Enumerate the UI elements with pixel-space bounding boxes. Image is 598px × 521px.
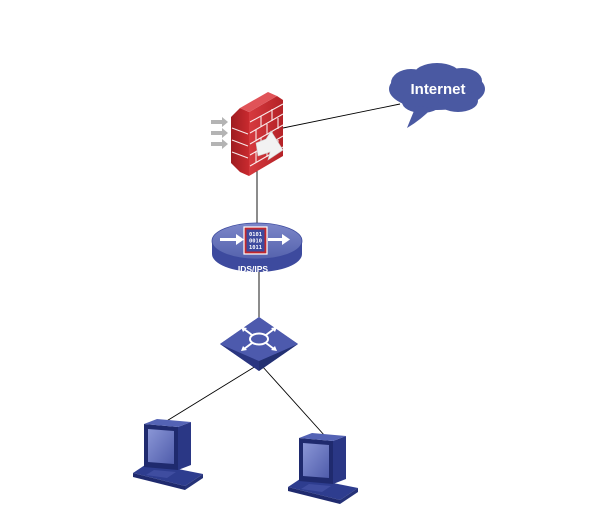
link-switch-pc-left xyxy=(164,365,257,423)
cloud-icon xyxy=(389,63,485,128)
firewall xyxy=(211,92,284,176)
switch-icon xyxy=(220,317,298,371)
link-firewall-internet xyxy=(282,103,401,129)
pc-left xyxy=(133,419,203,490)
internet-label: Internet xyxy=(410,81,465,98)
links xyxy=(164,103,401,437)
ids-bits-line-1: 0101 xyxy=(249,232,262,238)
internet-cloud: Internet xyxy=(389,63,485,128)
ids-ips-icon: 0101 0010 1011 xyxy=(211,222,303,272)
ids-ips-device: 0101 0010 1011 IDS/IPS xyxy=(211,222,303,274)
link-switch-pc-right xyxy=(261,365,326,437)
pc-right xyxy=(288,433,358,504)
firewall-icon xyxy=(211,92,284,176)
switch xyxy=(220,317,298,371)
ids-ips-label: IDS/IPS xyxy=(238,264,269,274)
ids-bits-line-2: 0010 xyxy=(249,239,262,245)
computer-icon xyxy=(288,433,358,504)
computer-icon xyxy=(133,419,203,490)
ids-bits-line-3: 1011 xyxy=(249,245,262,251)
